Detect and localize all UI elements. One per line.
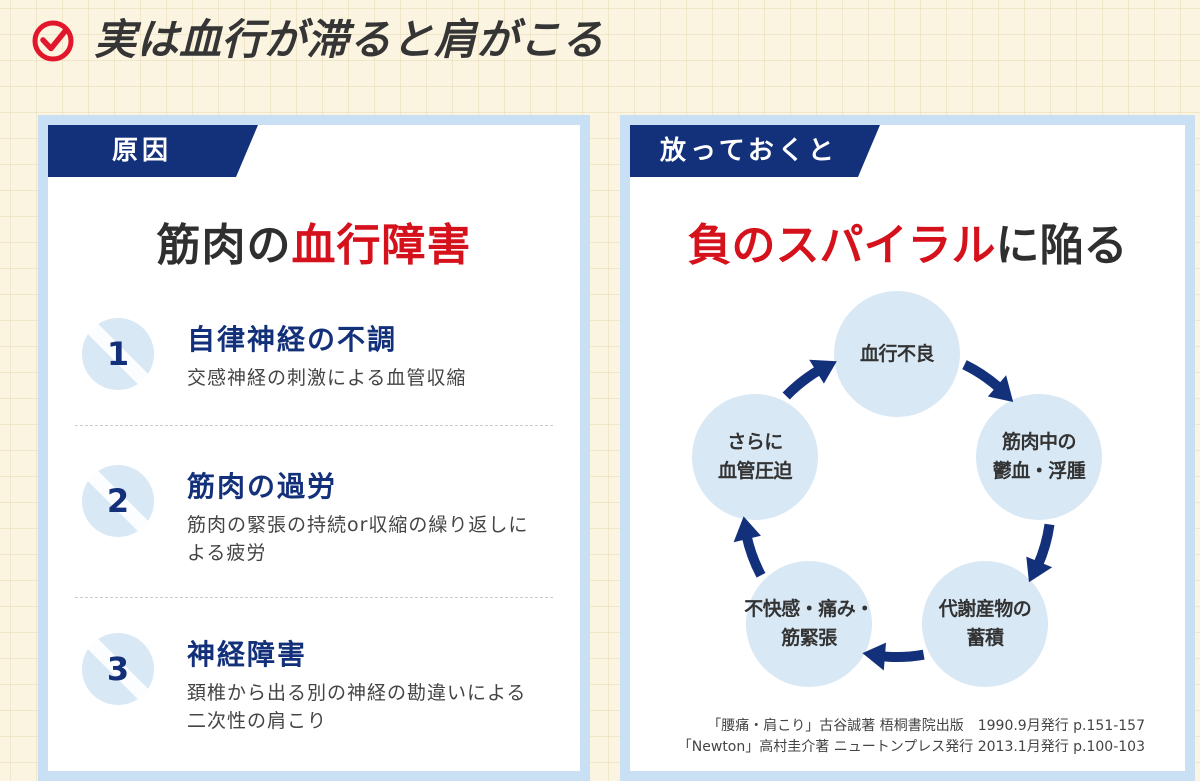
cycle-node-line: 血行不良 xyxy=(859,342,935,365)
cycle-node: 代謝産物の 蓄積 xyxy=(922,561,1048,687)
consequence-panel: 放っておくと 負のスパイラルに陥る 血行不良 筋肉中の 鬱血・浮腫 代謝産物の … xyxy=(620,115,1195,781)
spiral-cycle-diagram: 血行不良 筋肉中の 鬱血・浮腫 代謝産物の 蓄積 不快感・痛み・ 筋緊張 さらに… xyxy=(630,125,1185,771)
consequence-heading-accent: 負のスパイラル xyxy=(687,220,996,271)
cycle-node: 血行不良 xyxy=(834,291,960,417)
consequence-heading-plain: に陥る xyxy=(995,220,1128,271)
references: 「腰痛・肩こり」古谷誠著 梧桐書院出版 1990.9月発行 p.151-157 … xyxy=(678,716,1145,758)
cycle-arrow-shaft xyxy=(782,365,823,400)
dashed-divider xyxy=(75,597,553,598)
check-circle-icon-ring xyxy=(32,20,74,62)
cause-number-badge: 1 xyxy=(82,318,154,390)
cause-title: 神経障害 xyxy=(187,638,308,671)
cycle-arrow-head xyxy=(1026,556,1053,583)
cause-description-line: 筋肉の緊張の持続or収縮の繰り返しに xyxy=(187,514,529,536)
cycle-node: 筋肉中の 鬱血・浮腫 xyxy=(976,394,1102,520)
cycle-node-line: 蓄積 xyxy=(966,627,1004,649)
cycle-arrow xyxy=(782,359,837,400)
cycle-arrow xyxy=(733,516,766,578)
cause-title: 自律神経の不調 xyxy=(187,323,398,356)
cycle-node: 不快感・痛み・ 筋緊張 xyxy=(744,561,874,687)
cause-panel: 原因 筋肉の血行障害 1 自律神経の不調 交感神経の刺激による血管収縮 2 筋肉… xyxy=(38,115,590,781)
cause-description-line: 二次性の肩こり xyxy=(187,710,328,732)
cycle-node-line: 筋肉中の xyxy=(1001,431,1077,453)
cause-text: 筋肉の過労 筋肉の緊張の持続or収縮の繰り返しに よる疲労 xyxy=(187,470,528,567)
cycle-arrow xyxy=(1026,523,1055,583)
cause-item: 2 筋肉の過労 筋肉の緊張の持続or収縮の繰り返しに よる疲労 xyxy=(48,461,580,581)
cause-number-badge: 3 xyxy=(82,633,154,705)
cycle-arrow-shaft xyxy=(1033,523,1055,568)
cause-tag: 原因 xyxy=(48,125,258,177)
cycle-arrow-head xyxy=(809,359,837,384)
cause-heading-accent: 血行障害 xyxy=(291,220,472,271)
cycle-node-line: 血管圧迫 xyxy=(717,460,793,482)
cycle-arrow-shaft xyxy=(962,360,1004,393)
check-circle-icon xyxy=(32,20,74,62)
dashed-divider xyxy=(75,425,553,426)
cycle-node-line: さらに xyxy=(727,431,783,453)
consequence-heading: 負のスパイラルに陥る xyxy=(630,221,1185,271)
cause-title: 筋肉の過労 xyxy=(187,470,338,503)
page-title: 実は血行が滞ると肩がこる xyxy=(94,15,605,64)
cycle-node: さらに 血管圧迫 xyxy=(692,394,818,520)
cause-description: 頚椎から出る別の神経の勘違いによる 二次性の肩こり xyxy=(187,679,526,735)
cycle-node-line: 不快感・痛み・ xyxy=(744,598,874,620)
cycle-arrow xyxy=(962,360,1014,402)
reference-line: 「腰痛・肩こり」古谷誠著 梧桐書院出版 1990.9月発行 p.151-157 xyxy=(707,718,1145,734)
cycle-arrow-shaft xyxy=(741,533,766,578)
cycle-node-line: 鬱血・浮腫 xyxy=(992,460,1086,482)
cycle-node-line: 代謝産物の xyxy=(938,598,1032,620)
cause-number-badge: 2 xyxy=(82,465,154,537)
cycle-arrow-shaft xyxy=(880,649,925,663)
check-circle-icon-mark xyxy=(40,27,69,52)
reference-line: 「Newton」高村圭介著 ニュートンプレス発行 2013.1月発行 p.100… xyxy=(677,739,1145,755)
cause-description: 筋肉の緊張の持続or収縮の繰り返しに よる疲労 xyxy=(187,511,528,567)
cause-description-line: よる疲労 xyxy=(187,542,267,564)
cycle-arrow xyxy=(862,642,925,671)
cause-heading-plain: 筋肉の xyxy=(156,220,292,271)
cause-text: 神経障害 頚椎から出る別の神経の勘違いによる 二次性の肩こり xyxy=(187,638,526,735)
cause-description-line: 交感神経の刺激による血管収縮 xyxy=(187,367,467,389)
cause-description: 交感神経の刺激による血管収縮 xyxy=(187,364,466,392)
cycle-node-line: 筋緊張 xyxy=(781,627,837,649)
cause-description-line: 頚椎から出る別の神経の勘違いによる xyxy=(187,682,527,704)
cause-item: 1 自律神経の不調 交感神経の刺激による血管収縮 xyxy=(48,314,580,434)
cause-text: 自律神経の不調 交感神経の刺激による血管収縮 xyxy=(187,323,466,392)
consequence-tag: 放っておくと xyxy=(630,125,880,177)
cause-item: 3 神経障害 頚椎から出る別の神経の勘違いによる 二次性の肩こり xyxy=(48,629,580,749)
cause-heading: 筋肉の血行障害 xyxy=(48,221,580,271)
cycle-arrow-head xyxy=(733,516,761,543)
cycle-arrow-head xyxy=(987,375,1014,402)
